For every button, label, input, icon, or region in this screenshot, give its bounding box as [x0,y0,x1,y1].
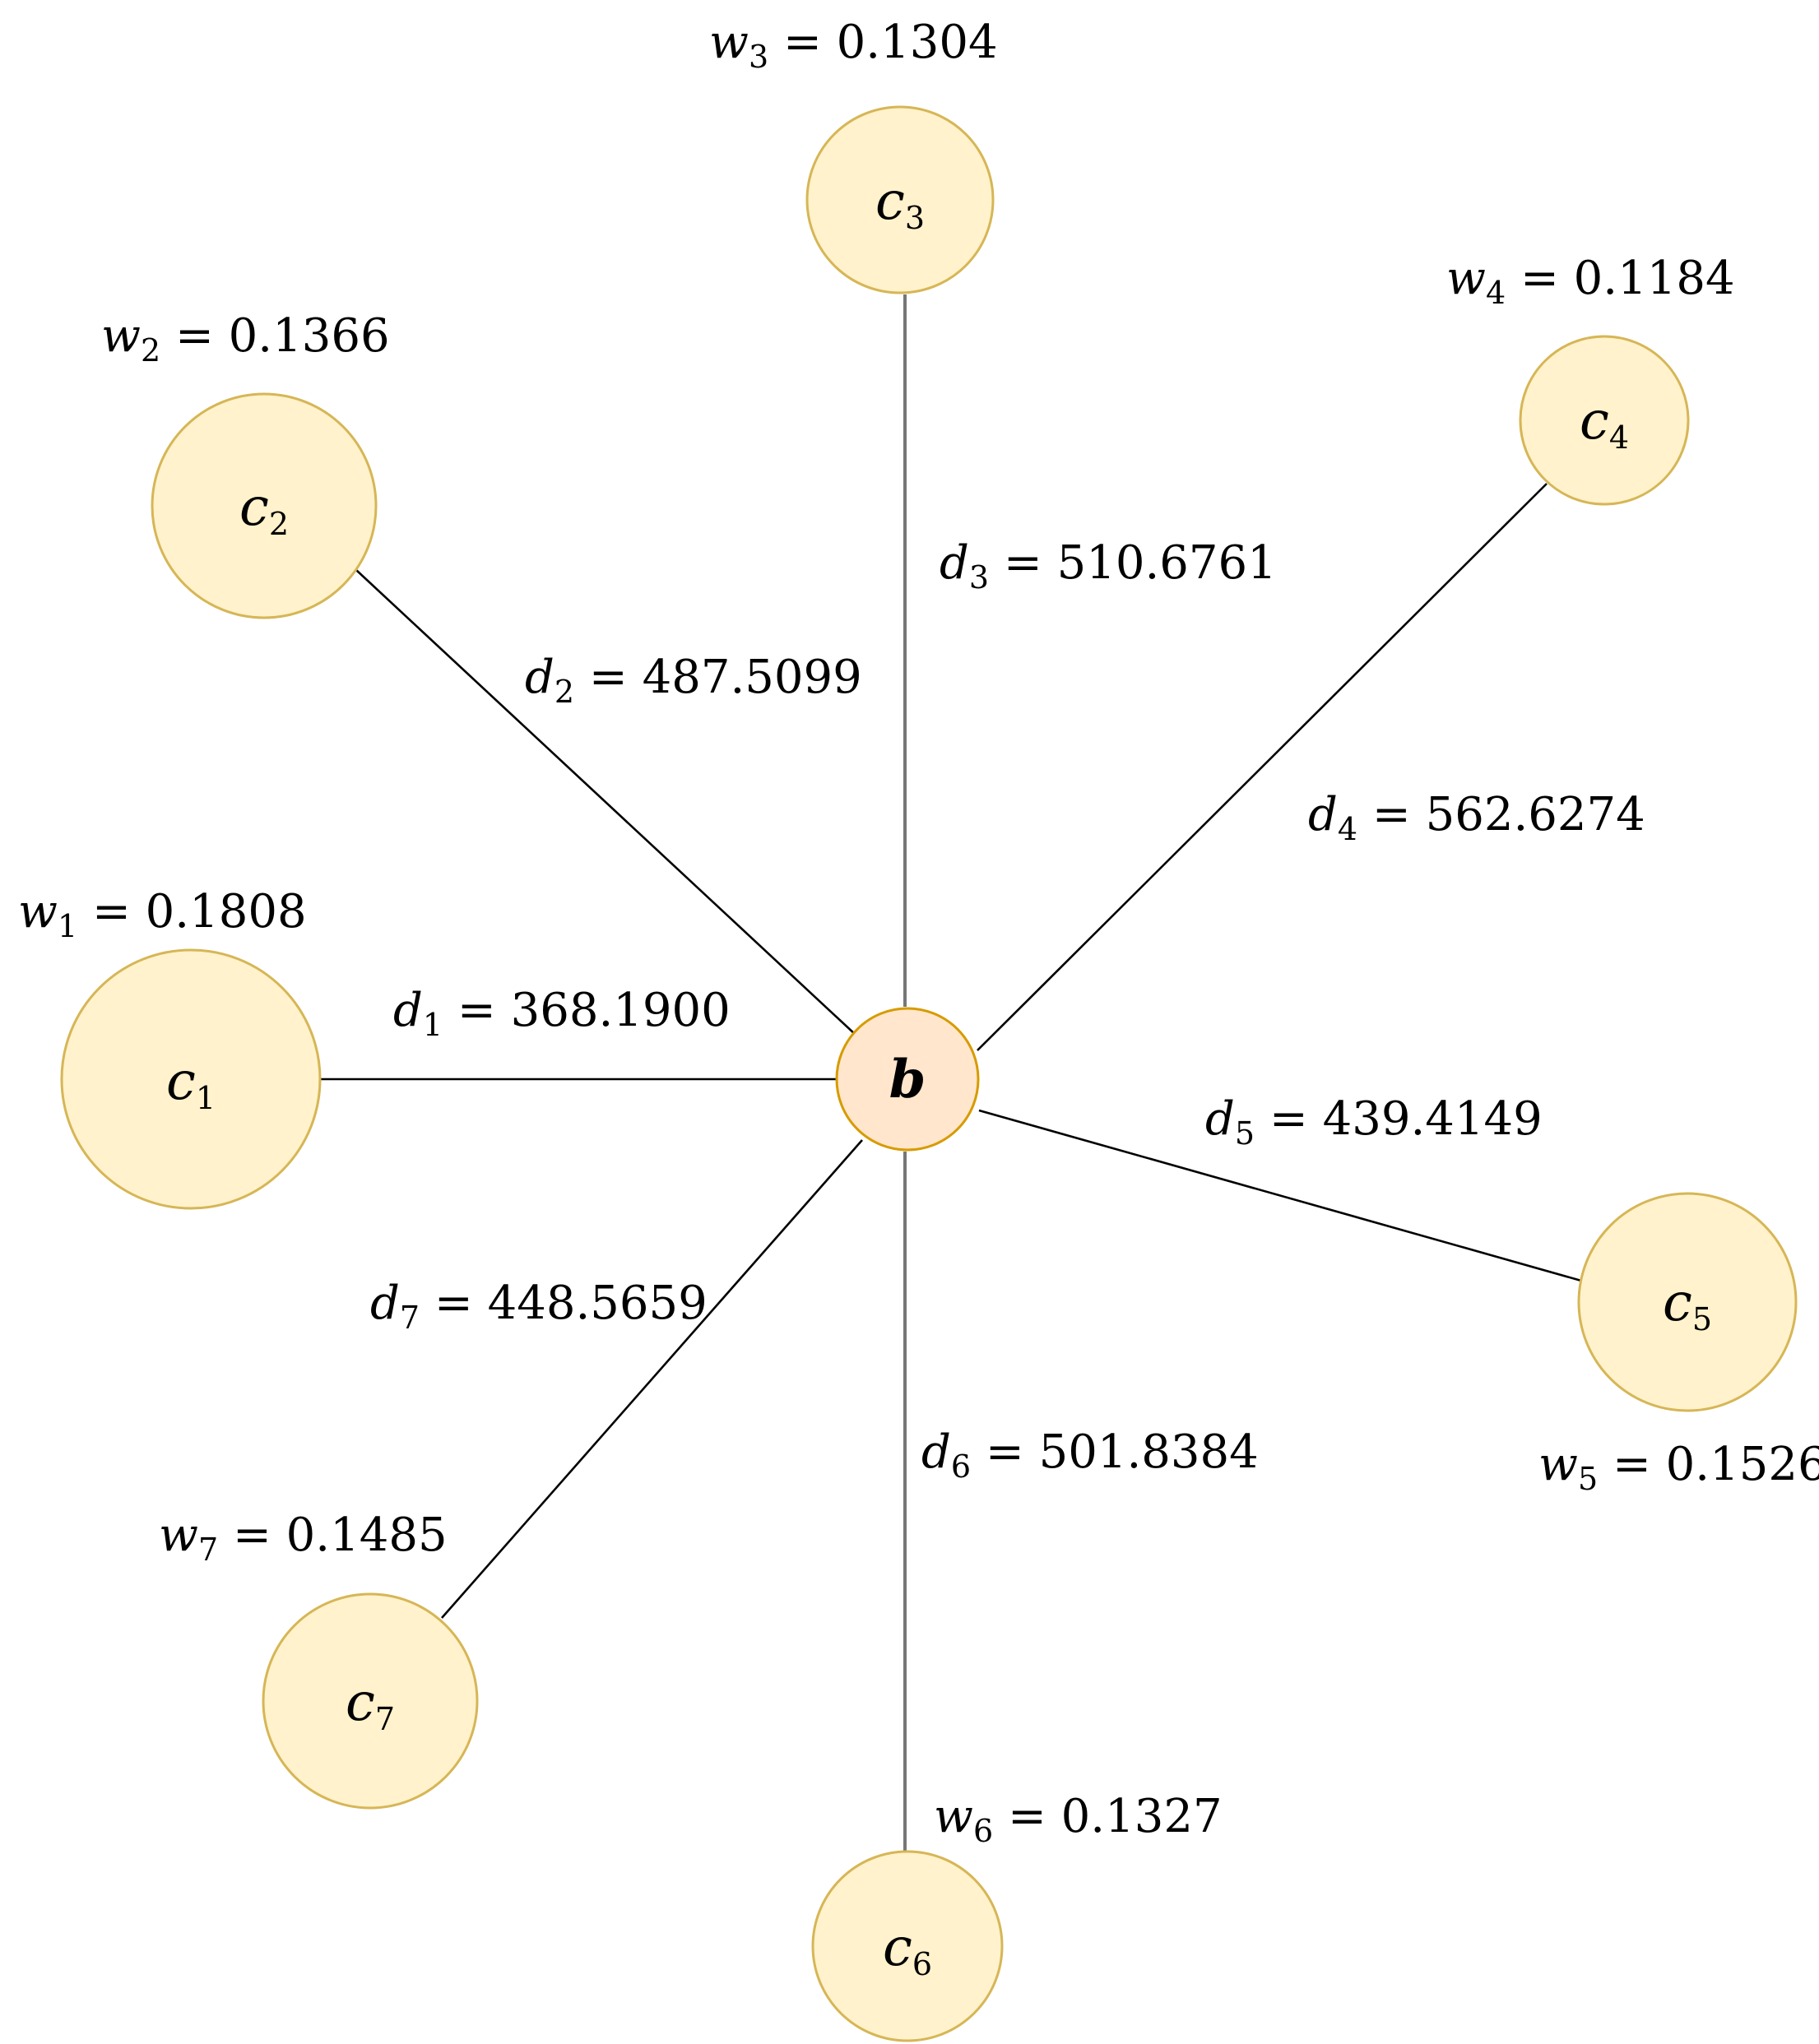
edges [321,294,1582,1853]
distance-label-d5: d5 = 439.4149 [1205,1092,1543,1152]
distance-label-d7: d7 = 448.5659 [370,1277,708,1336]
weight-label-w3: w3 = 0.1304 [709,16,998,75]
edge-b-c2 [355,569,856,1036]
client-node-c5: c5 [1577,1192,1798,1412]
hub-node-b: b [835,1007,980,1152]
distance-label-d4: d4 = 562.6274 [1308,788,1645,847]
distance-label-d6: d6 = 501.8384 [921,1425,1259,1485]
edge-b-c5 [978,1109,1582,1282]
node-label-c7: c7 [346,1672,395,1737]
weight-label-w1: w1 = 0.1808 [18,885,307,944]
node-label-c5: c5 [1663,1272,1712,1337]
node-label-c2: c2 [239,477,289,542]
hub-label: b [889,1049,926,1110]
client-node-c4: c4 [1519,335,1690,506]
distance-label-d2: d2 = 487.5099 [525,651,862,710]
weight-label-w7: w7 = 0.1485 [159,1509,448,1568]
node-label-c6: c6 [883,1917,932,1982]
client-node-c2: c2 [151,392,378,619]
weight-label-w6: w6 = 0.1327 [934,1790,1223,1849]
weight-label-w2: w2 = 0.1366 [101,309,390,368]
node-label-c1: c1 [166,1051,216,1116]
edge-b-c7 [441,1139,863,1619]
weight-label-w5: w5 = 0.1526 [1538,1438,1819,1497]
client-node-c1: c1 [60,948,322,1210]
client-node-c3: c3 [805,105,995,294]
node-label-c4: c4 [1580,391,1629,456]
client-node-c6: c6 [811,1850,1004,2042]
client-node-c7: c7 [262,1592,479,1810]
node-label-c3: c3 [875,171,925,236]
distance-label-d1: d1 = 368.1900 [393,984,731,1043]
distance-label-d3: d3 = 510.6761 [940,536,1277,596]
weight-label-w4: w4 = 0.1184 [1446,252,1735,311]
edge-b-c4 [977,483,1548,1051]
